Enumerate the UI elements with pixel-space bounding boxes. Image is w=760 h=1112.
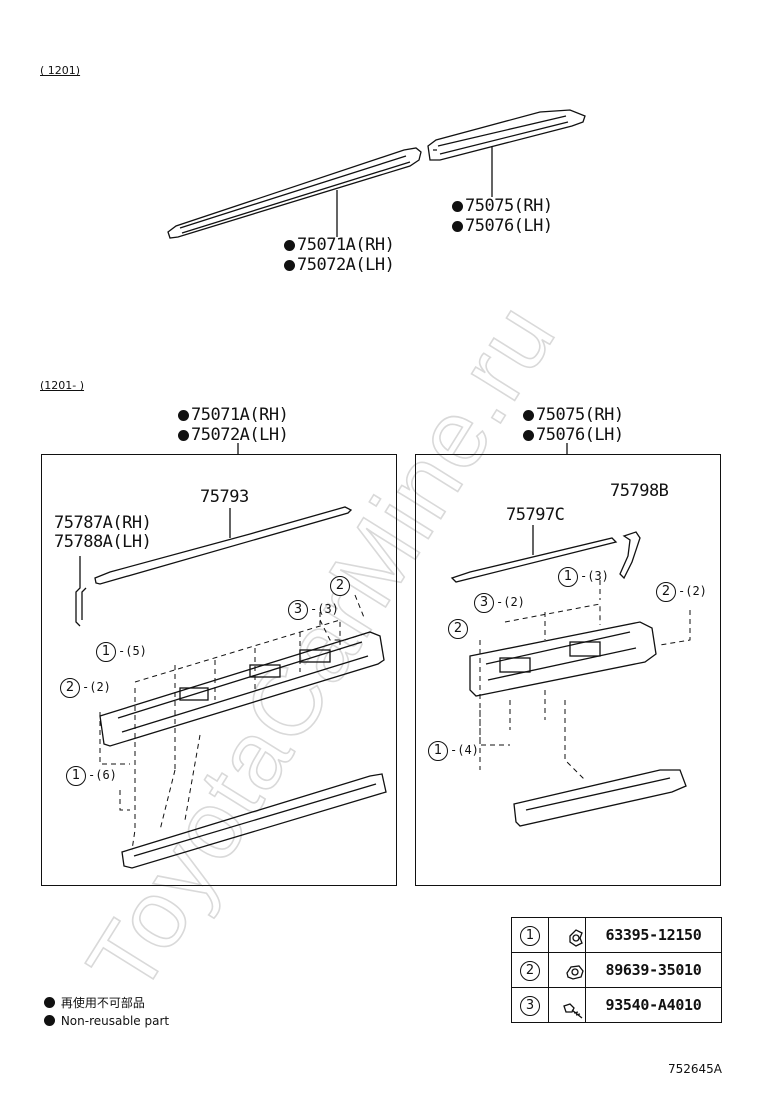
callout-qty: -(3) [310, 602, 339, 616]
callout-number: 2 [60, 678, 80, 698]
callout-qty: -(3) [580, 569, 609, 583]
front-molding-top [167, 147, 422, 239]
part-number: 75076(LH) [465, 216, 553, 236]
callout-right-4[interactable]: 2-(2) [656, 580, 707, 602]
date-range-top: ( 1201) [40, 64, 81, 77]
legend-part-code: 89639-35010 [585, 952, 722, 988]
part-number: 75787A(RH) [54, 513, 152, 533]
left-box-header[interactable]: 75071A(RH) 75072A(LH) [178, 405, 289, 445]
callout-qty: -(2) [678, 584, 707, 598]
note-jp: 再使用不可部品 [44, 994, 145, 1011]
left-detail-box [41, 454, 397, 886]
callout-left-4[interactable]: 3-(3) [288, 598, 339, 620]
part-label-front-top[interactable]: 75071A(RH) 75072A(LH) [284, 235, 395, 275]
rear-molding-top [427, 109, 586, 161]
right-box-rail [450, 525, 618, 583]
callout-right-1[interactable]: 1-(3) [558, 565, 609, 587]
callout-qty: -(5) [118, 644, 147, 658]
date-range-bottom: (1201- ) [40, 379, 85, 392]
callout-qty: -(2) [496, 595, 525, 609]
right-box-header[interactable]: 75075(RH) 75076(LH) [523, 405, 624, 445]
non-reusable-dot-icon [284, 260, 295, 271]
part-number: 75071A(RH) [191, 405, 289, 425]
non-reusable-dot-icon [523, 430, 534, 441]
diagram-id: 752645A [668, 1062, 723, 1076]
fastener-legend-table: 1 63395-12150 2 89639-35010 3 93540-A401… [511, 917, 722, 1023]
legend-number: 2 [520, 961, 540, 981]
callout-number: 1 [558, 567, 578, 587]
part-number: 75072A(LH) [297, 255, 395, 275]
callout-left-2[interactable]: 2-(2) [60, 676, 111, 698]
right-detail-box [415, 454, 721, 886]
legend-number: 3 [520, 996, 540, 1016]
callout-number: 1 [428, 741, 448, 761]
note-en: Non-reusable part [44, 1014, 169, 1028]
note-text: 再使用不可部品 [60, 996, 145, 1010]
table-row[interactable]: 2 89639-35010 [511, 952, 722, 988]
part-label-end-right[interactable]: 75798B [610, 481, 669, 501]
non-reusable-dot-icon [178, 430, 189, 441]
callout-right-3[interactable]: 2 [448, 617, 470, 639]
note-text: Non-reusable part [60, 1014, 170, 1028]
non-reusable-dot-icon [178, 410, 189, 421]
right-box-lower-molding [513, 769, 687, 827]
legend-part-code: 93540-A4010 [585, 987, 722, 1023]
callout-left-5[interactable]: 2 [330, 574, 352, 596]
part-label-clip-left[interactable]: 75787A(RH) 75788A(LH) [54, 513, 152, 552]
callout-qty: -(6) [88, 768, 117, 782]
part-number: 75788A(LH) [54, 532, 152, 552]
callout-number: 2 [656, 582, 676, 602]
legend-number: 1 [520, 926, 540, 946]
callout-qty: -(2) [82, 680, 111, 694]
left-box-clip [75, 556, 87, 627]
non-reusable-dot-icon [284, 240, 295, 251]
callout-number: 3 [474, 593, 494, 613]
callout-number: 1 [96, 642, 116, 662]
non-reusable-dot-icon [452, 221, 463, 232]
part-number: 75075(RH) [465, 196, 553, 216]
callout-right-5[interactable]: 1-(4) [428, 739, 479, 761]
table-row[interactable]: 3 93540-A4010 [511, 987, 722, 1023]
non-reusable-dot-icon [452, 201, 463, 212]
part-label-rear-top[interactable]: 75075(RH) 75076(LH) [452, 196, 553, 236]
part-number: 75071A(RH) [297, 235, 395, 255]
left-box-main-molding [99, 631, 385, 747]
left-box-rail [94, 506, 353, 585]
right-box-end-cap [619, 531, 641, 580]
part-label-rail-right[interactable]: 75797C [506, 505, 565, 525]
non-reusable-dot-icon [44, 997, 55, 1008]
part-number: 75075(RH) [536, 405, 624, 425]
right-box-main-molding [469, 621, 657, 697]
legend-part-code: 63395-12150 [585, 917, 722, 953]
non-reusable-dot-icon [44, 1015, 55, 1026]
callout-number: 2 [330, 576, 350, 596]
non-reusable-dot-icon [523, 410, 534, 421]
left-box-lower-molding [121, 773, 387, 869]
table-row[interactable]: 1 63395-12150 [511, 917, 722, 953]
part-label-rail-left[interactable]: 75793 [200, 487, 249, 507]
callout-qty: -(4) [450, 743, 479, 757]
part-number: 75072A(LH) [191, 425, 289, 445]
callout-right-2[interactable]: 3-(2) [474, 591, 525, 613]
callout-number: 2 [448, 619, 468, 639]
callout-left-3[interactable]: 1-(6) [66, 764, 117, 786]
callout-number: 3 [288, 600, 308, 620]
part-number: 75076(LH) [536, 425, 624, 445]
callout-number: 1 [66, 766, 86, 786]
callout-left-1[interactable]: 1-(5) [96, 640, 147, 662]
